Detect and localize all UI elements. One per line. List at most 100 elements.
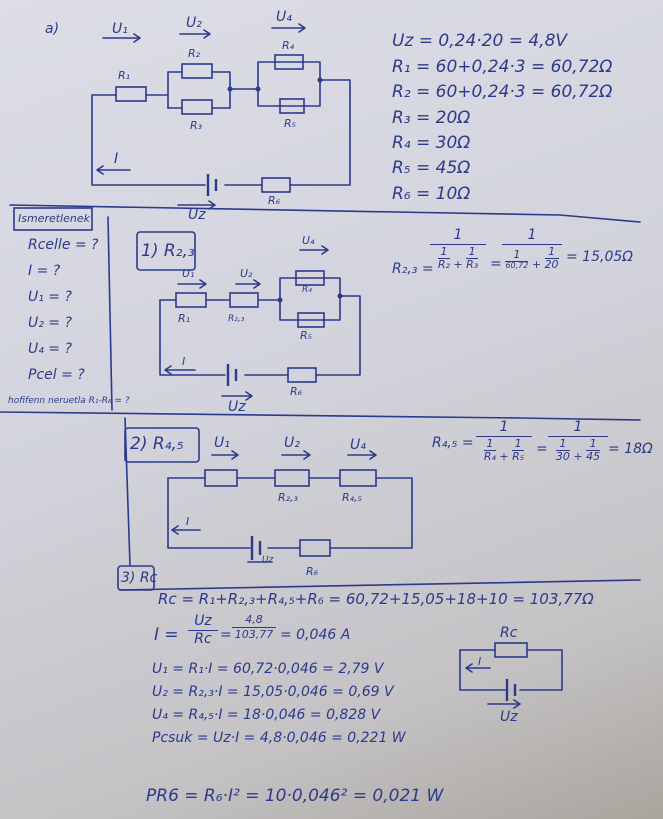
step2-left-border: [124, 417, 131, 566]
given-r2: R₂ = 60+0,24·3 = 60,72Ω: [392, 82, 613, 102]
step3-rc-equation: Rc = R₁+R₂,₃+R₄,₅+R₆ = 60,72+15,05+18+10…: [158, 590, 594, 608]
c2-i-label: I: [182, 355, 186, 368]
resistor-r23-step2: [274, 469, 310, 487]
divider-2: [0, 411, 641, 421]
step3-u1-equation: U₁ = R₁·I = 60,72·0,046 = 2,79 V: [152, 661, 384, 677]
resistor-r23-step1: [229, 292, 259, 308]
c1-r6-label: R₆: [268, 194, 281, 207]
step3-tag-box: [117, 565, 155, 591]
resistor-r1-step1: [175, 292, 207, 308]
unknown-u1: U₁ = ?: [28, 289, 72, 305]
c1-u1-label: U₁: [112, 21, 128, 37]
c1-u4-label: U₄: [276, 9, 292, 25]
c1-i-label: I: [114, 151, 119, 167]
c3-u4-label: U₄: [350, 437, 366, 453]
c2-uz-label: Uz: [228, 399, 246, 415]
step3-i-result: = 0,046 A: [280, 627, 351, 643]
c2-u1-label: U₁: [182, 267, 195, 280]
resistor-r5: [279, 98, 305, 114]
c2-r6-label: R₆: [290, 385, 303, 398]
c2-u4-label: U₄: [302, 234, 315, 247]
given-r4: R₄ = 30Ω: [392, 133, 471, 153]
resistor-r4: [274, 54, 304, 70]
step2-lhs: R₄,₅ =: [432, 435, 474, 451]
c2-r5-label: R₅: [300, 329, 313, 342]
c3-r45-label: R₄,₅: [342, 491, 362, 504]
resistor-r4-step1: [295, 270, 325, 286]
step3-pr6-equation: PR6 = R₆·I² = 10·0,046² = 0,021 W: [146, 786, 444, 806]
resistor-r45-step2: [339, 469, 377, 487]
c4-uz-label: Uz: [500, 709, 518, 725]
c3-r23-label: R₂,₃: [278, 491, 298, 504]
step3-tag: 3) Rc: [121, 570, 158, 586]
c3-i-label: I: [186, 515, 190, 528]
step2-tag-box: [124, 427, 200, 463]
step2-eq: =: [536, 441, 548, 457]
step3-i-eq: =: [220, 627, 232, 643]
given-uz: Uz = 0,24·20 = 4,8V: [392, 31, 568, 51]
circuit-4: [459, 642, 563, 709]
step3-u4-equation: U₄ = R₄,₅·I = 18·0,046 = 0,828 V: [152, 707, 381, 723]
circuit-3: [167, 450, 413, 563]
step3-i-fraction-symbolic: Uz Rc: [188, 613, 218, 648]
c3-r6-label: R₆: [306, 565, 319, 578]
step1-tag-box: [136, 231, 196, 271]
c4-rc-label: Rc: [500, 625, 518, 641]
given-r5: R₅ = 45Ω: [392, 158, 471, 178]
step3-i-lhs: I =: [154, 625, 179, 645]
unknowns-divider: [107, 216, 113, 411]
unknowns-title: Ismeretlenek: [18, 212, 90, 225]
resistor-rc: [494, 642, 528, 658]
c4-i-label: I: [478, 655, 482, 668]
c1-r4-label: R₄: [282, 39, 295, 52]
resistor-r1-step2: [204, 469, 238, 487]
c2-r23-label: R₂,₃: [228, 314, 245, 324]
resistor-r5-step1: [297, 312, 325, 328]
unknown-rcelle: Rcelle = ?: [28, 237, 99, 253]
step2-result: = 18Ω: [608, 441, 653, 457]
step1-result: = 15,05Ω: [566, 249, 633, 265]
resistor-r1: [115, 86, 147, 102]
c3-u2-label: U₂: [284, 435, 300, 451]
c3-uz-label: Uz: [262, 555, 274, 565]
step3-power-equation: Pcsuk = Uz·I = 4,8·0,046 = 0,221 W: [152, 730, 406, 746]
c1-uz-label: Uz: [188, 207, 206, 223]
circuit-1: [91, 23, 351, 210]
resistor-r6: [261, 177, 291, 193]
c1-u2-label: U₂: [186, 15, 202, 31]
step1-lhs: R₂,₃ =: [392, 261, 434, 277]
step3-u2-equation: U₂ = R₂,₃·I = 15,05·0,046 = 0,69 V: [152, 684, 394, 700]
unknowns-footer: hofifenn neruetla R₁-R₆ = ?: [8, 396, 130, 406]
c3-u1-label: U₁: [214, 435, 230, 451]
c2-r4-label: R₄: [302, 285, 312, 295]
step1-eq: =: [490, 256, 502, 272]
resistor-r3: [181, 99, 213, 115]
step2-tag: 2) R₄,₅: [130, 434, 184, 454]
resistor-r6-step1: [287, 367, 317, 383]
divider-3: [119, 579, 641, 591]
part-label: a): [45, 21, 60, 37]
unknowns-title-box: [13, 207, 93, 231]
resistor-r6-step2: [299, 539, 331, 557]
step1-tag: 1) R₂,₃: [141, 241, 195, 261]
divider-1: [9, 204, 641, 223]
c2-r1-label: R₁: [178, 312, 191, 325]
c1-r1-label: R₁: [118, 69, 131, 82]
unknown-u4: U₄ = ?: [28, 341, 72, 357]
c1-r2-label: R₂: [188, 47, 201, 60]
unknown-i: I = ?: [28, 263, 61, 279]
c1-r5-label: R₅: [284, 117, 297, 130]
unknown-pcel: Pcel = ?: [28, 367, 85, 383]
given-r3: R₃ = 20Ω: [392, 108, 471, 128]
c2-u2-label: U₂: [240, 267, 253, 280]
step3-i-fraction-numeric: 4,8 103,77: [232, 613, 276, 641]
given-r6: R₆ = 10Ω: [392, 184, 471, 204]
circuit-2: [159, 245, 361, 401]
c1-r3-label: R₃: [190, 119, 203, 132]
unknown-u2: U₂ = ?: [28, 315, 72, 331]
